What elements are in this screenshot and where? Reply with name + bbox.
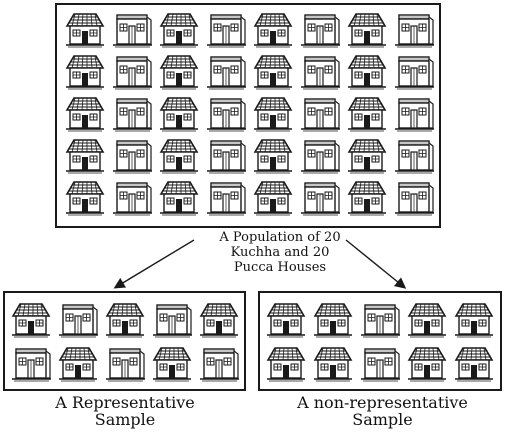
kuchha-house-icon	[452, 299, 496, 339]
representative-caption-line1: A Representative	[55, 393, 195, 412]
pucca-house-icon	[358, 343, 402, 383]
population-caption-line1: A Population of 20	[219, 230, 341, 245]
pucca-house-icon	[110, 9, 154, 49]
pucca-house-icon	[9, 343, 53, 383]
kuchha-house-icon	[63, 93, 107, 133]
kuchha-house-icon	[452, 343, 496, 383]
pucca-house-icon	[298, 9, 342, 49]
population-box	[55, 3, 441, 228]
non-representative-caption-line1: A non-representative	[297, 393, 468, 412]
kuchha-house-icon	[345, 51, 389, 91]
kuchha-house-icon	[251, 177, 295, 217]
kuchha-house-icon	[103, 299, 147, 339]
kuchha-house-icon	[56, 343, 100, 383]
pucca-house-icon	[392, 51, 436, 91]
kuchha-house-icon	[264, 343, 308, 383]
population-caption-line2: Kuchha and 20	[230, 244, 330, 260]
pucca-house-icon	[358, 299, 402, 339]
representative-sample-caption: A Representative Sample	[10, 394, 240, 428]
pucca-house-icon	[197, 343, 241, 383]
arrow-to-representative-sample	[113, 239, 195, 289]
non-representative-sample-caption: A non-representative Sample	[265, 394, 500, 428]
pucca-house-icon	[110, 135, 154, 175]
kuchha-house-icon	[345, 9, 389, 49]
kuchha-house-icon	[311, 299, 355, 339]
kuchha-house-icon	[264, 299, 308, 339]
representative-sample-box	[3, 291, 246, 391]
pucca-house-icon	[204, 93, 248, 133]
pucca-house-icon	[392, 135, 436, 175]
kuchha-house-icon	[197, 299, 241, 339]
pucca-house-icon	[204, 51, 248, 91]
kuchha-house-icon	[157, 135, 201, 175]
pucca-house-icon	[298, 93, 342, 133]
kuchha-house-icon	[311, 343, 355, 383]
representative-caption-line2: Sample	[94, 410, 156, 429]
pucca-house-icon	[110, 51, 154, 91]
kuchha-house-icon	[150, 343, 194, 383]
pucca-house-icon	[204, 9, 248, 49]
kuchha-house-icon	[157, 177, 201, 217]
non-representative-sample-box	[258, 291, 502, 391]
population-house-grid	[63, 9, 439, 219]
kuchha-house-icon	[157, 9, 201, 49]
kuchha-house-icon	[251, 93, 295, 133]
kuchha-house-icon	[63, 177, 107, 217]
pucca-house-icon	[56, 299, 100, 339]
pucca-house-icon	[110, 93, 154, 133]
pucca-house-icon	[204, 135, 248, 175]
pucca-house-icon	[204, 177, 248, 217]
kuchha-house-icon	[63, 51, 107, 91]
pucca-house-icon	[392, 9, 436, 49]
kuchha-house-icon	[157, 93, 201, 133]
kuchha-house-icon	[63, 9, 107, 49]
kuchha-house-icon	[345, 93, 389, 133]
kuchha-house-icon	[345, 177, 389, 217]
kuchha-house-icon	[251, 51, 295, 91]
population-caption: A Population of 20 Kuchha and 20 Pucca H…	[200, 230, 360, 276]
pucca-house-icon	[392, 177, 436, 217]
non-representative-sample-house-grid	[264, 299, 499, 387]
kuchha-house-icon	[9, 299, 53, 339]
kuchha-house-icon	[251, 135, 295, 175]
pucca-house-icon	[298, 51, 342, 91]
pucca-house-icon	[298, 135, 342, 175]
pucca-house-icon	[392, 93, 436, 133]
kuchha-house-icon	[63, 135, 107, 175]
pucca-house-icon	[103, 343, 147, 383]
pucca-house-icon	[110, 177, 154, 217]
non-representative-caption-line2: Sample	[352, 410, 413, 429]
kuchha-house-icon	[345, 135, 389, 175]
representative-sample-house-grid	[9, 299, 244, 387]
kuchha-house-icon	[405, 299, 449, 339]
kuchha-house-icon	[157, 51, 201, 91]
kuchha-house-icon	[405, 343, 449, 383]
kuchha-house-icon	[251, 9, 295, 49]
population-caption-line3: Pucca Houses	[233, 259, 327, 275]
pucca-house-icon	[298, 177, 342, 217]
pucca-house-icon	[150, 299, 194, 339]
